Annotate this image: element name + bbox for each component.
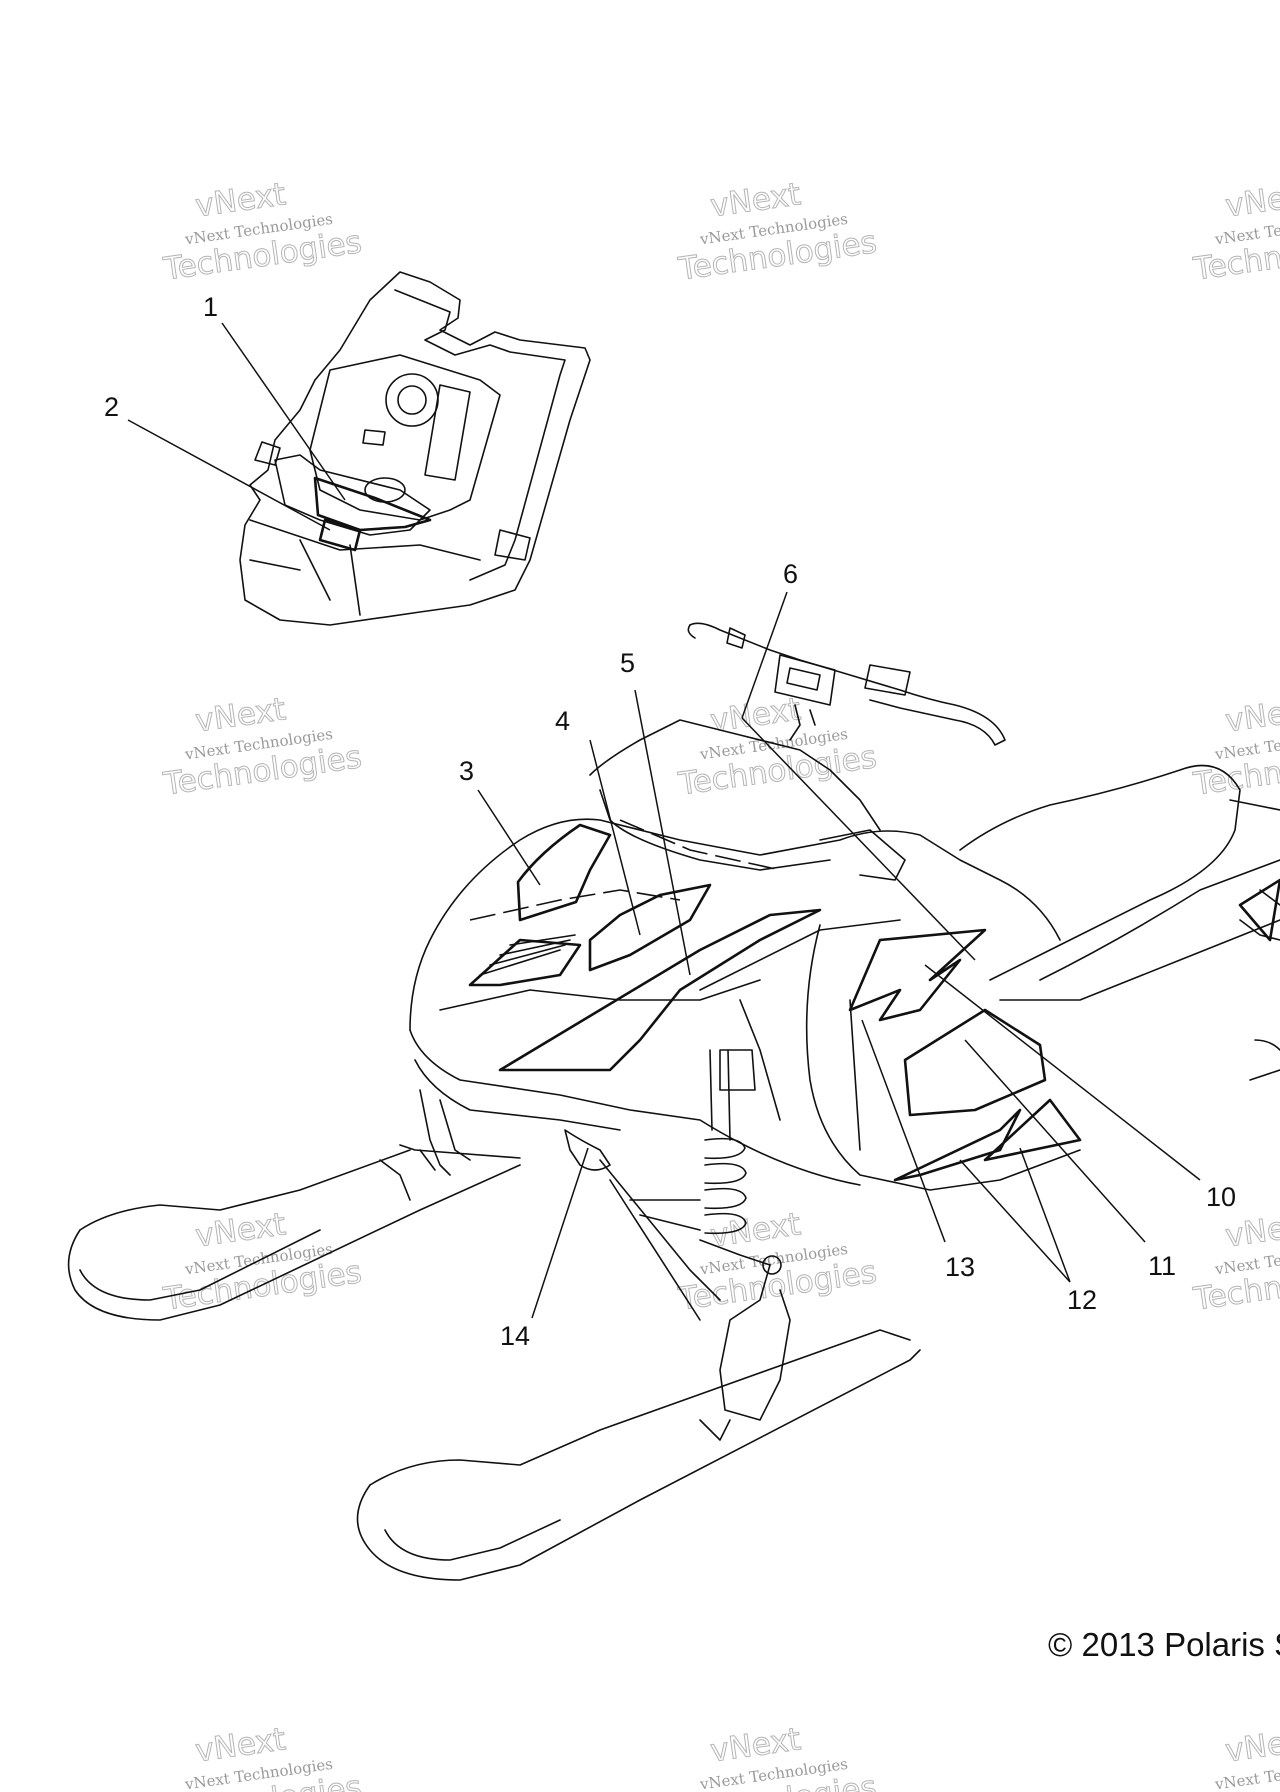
callout-10: 10 [1206, 1182, 1236, 1212]
callout-11: 11 [1148, 1251, 1176, 1281]
watermark-top-text: vNext [1223, 176, 1280, 224]
callout-1: 1 [203, 292, 218, 322]
callout-3: 3 [459, 756, 474, 786]
leader-lines [127, 322, 1201, 1319]
console-inset-drawing [239, 271, 591, 626]
watermark-top-text: vNext [1223, 691, 1280, 739]
callouts: 1 2 3 4 5 6 10 11 12 13 14 [104, 292, 1236, 1351]
callout-13: 13 [945, 1252, 975, 1282]
callout-2: 2 [104, 392, 119, 422]
watermark-top-text: vNext [1223, 1206, 1280, 1254]
callout-14: 14 [500, 1321, 530, 1351]
callout-5: 5 [620, 648, 635, 678]
snowmobile-drawing [67, 622, 1280, 1581]
callout-6: 6 [783, 559, 798, 589]
watermark-top-text: vNext [1223, 1721, 1280, 1769]
callout-4: 4 [555, 706, 570, 736]
callout-12: 12 [1067, 1285, 1097, 1315]
copyright-text: © 2013 Polaris Sa [1048, 1626, 1280, 1663]
